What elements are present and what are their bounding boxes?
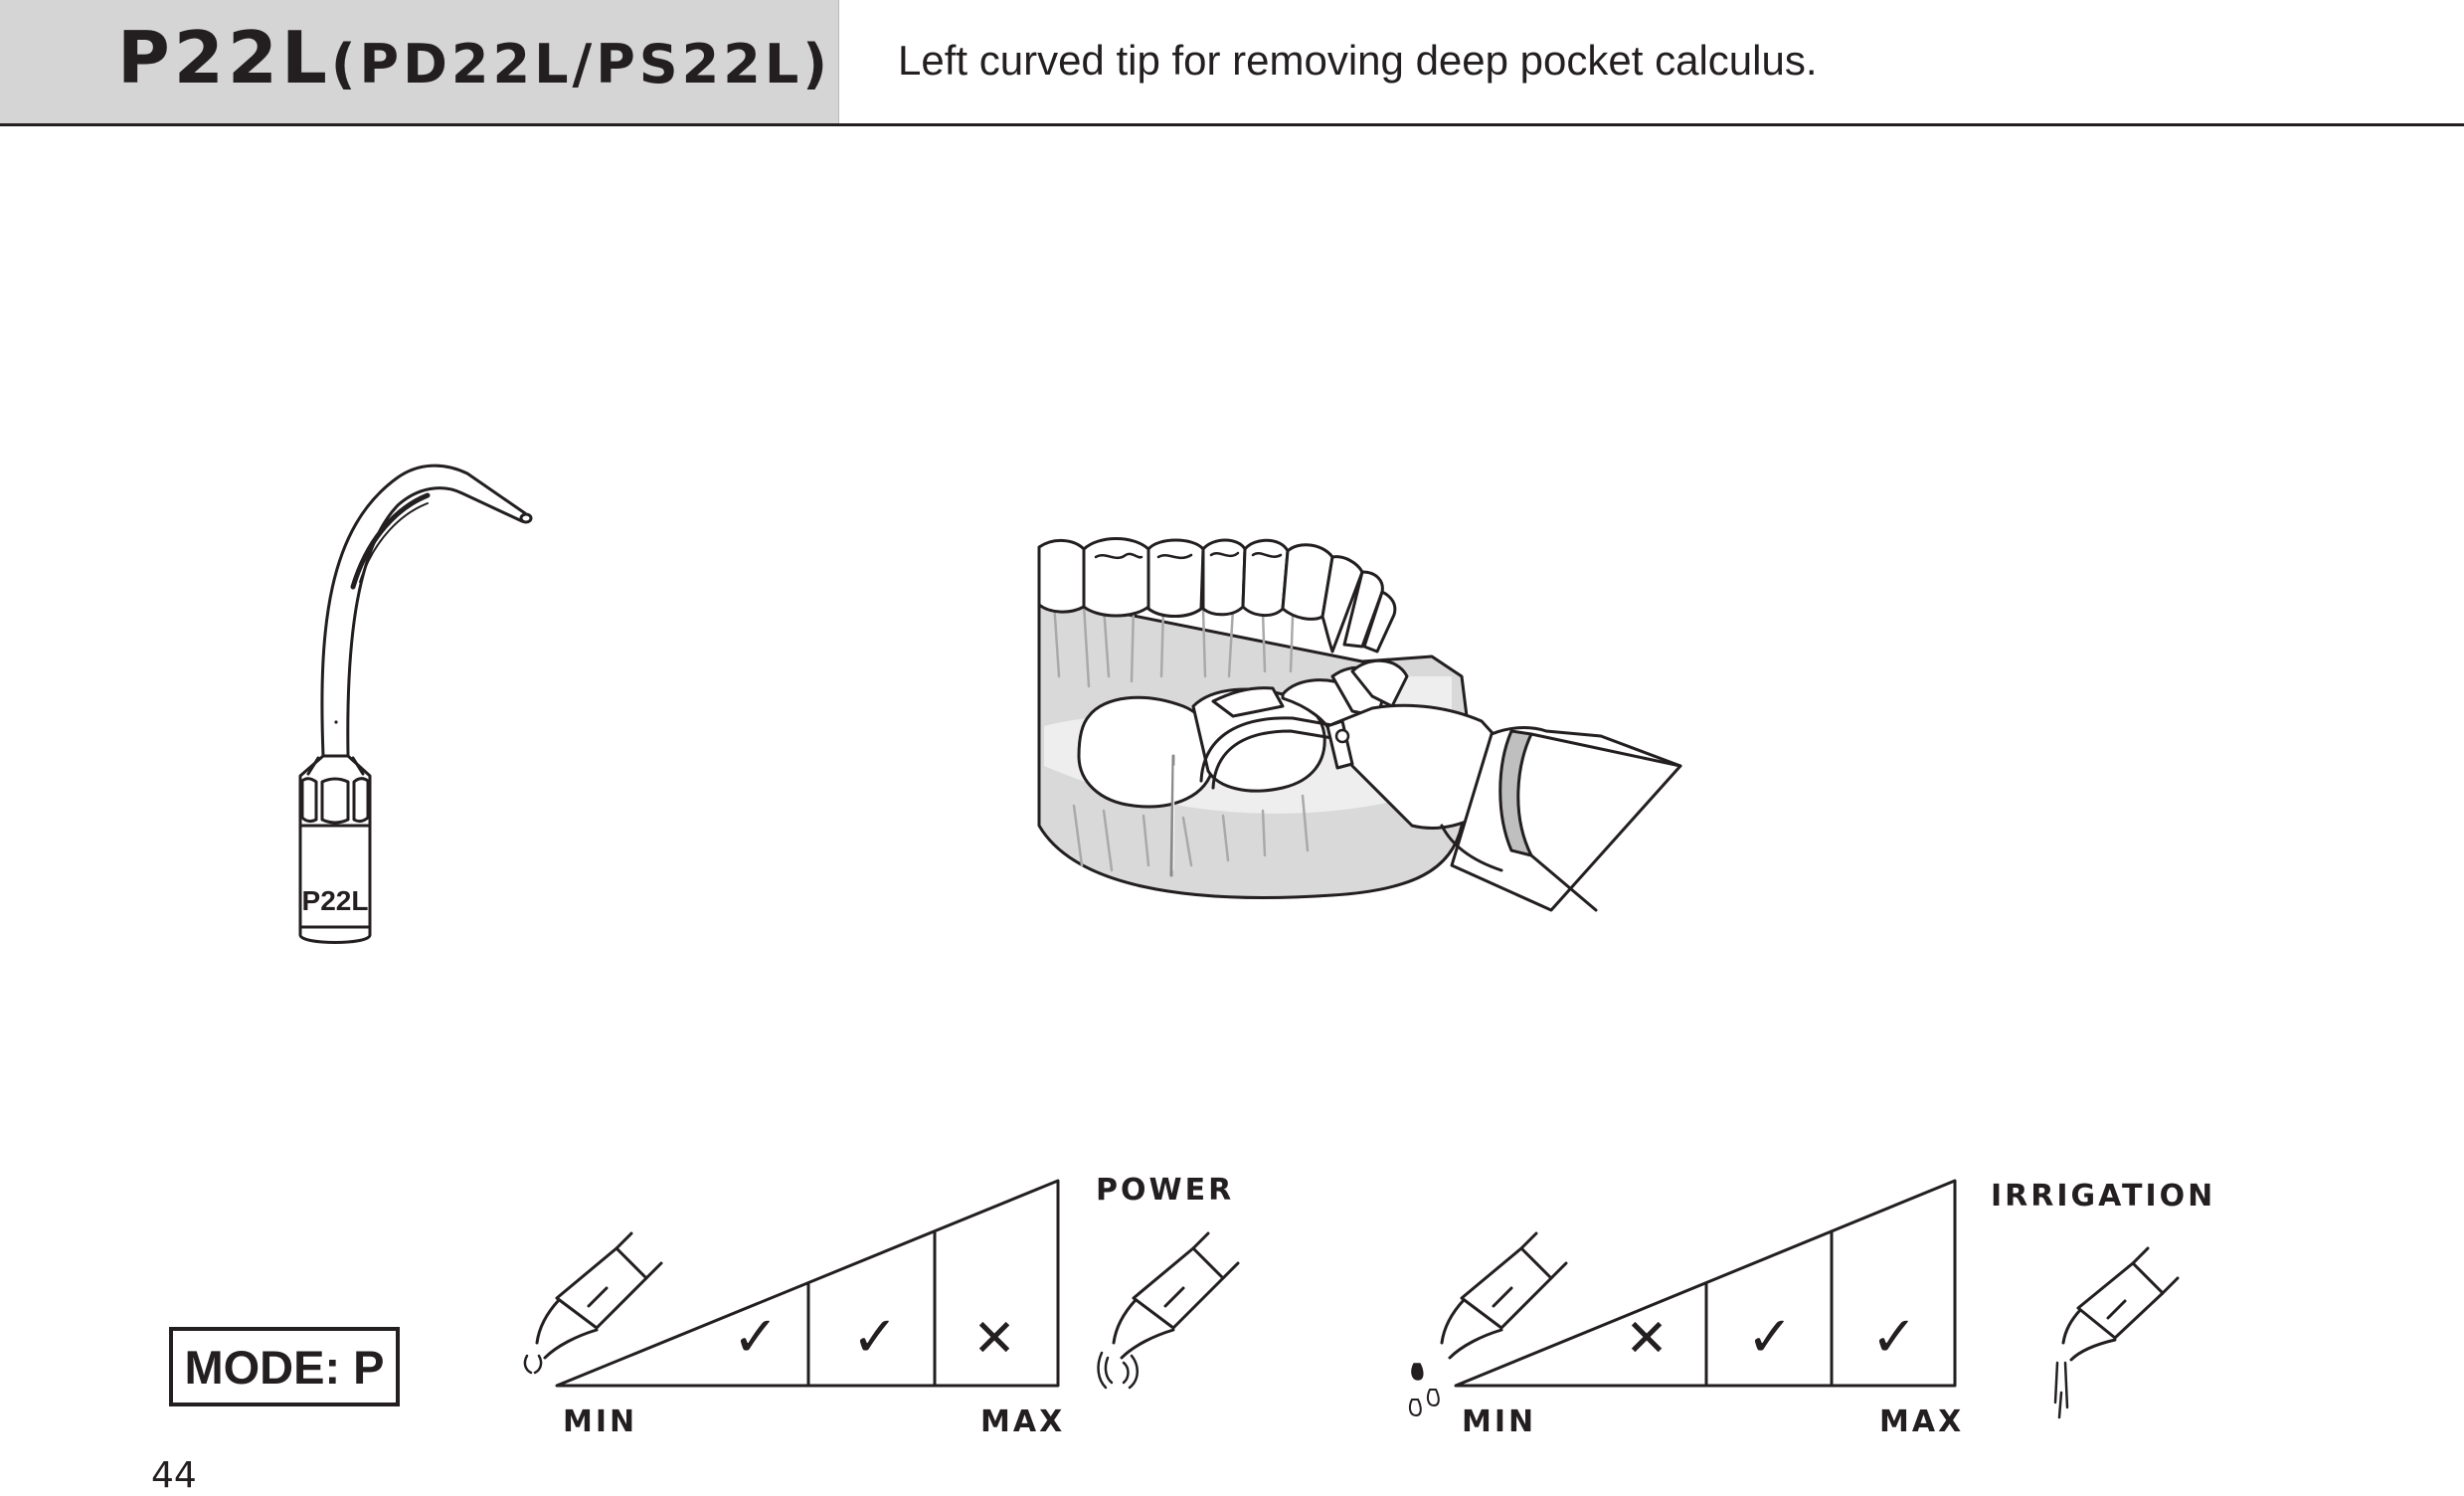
irrigation-max-label: MAX [1879, 1404, 1965, 1439]
max-irrigation-handpiece-icon [2053, 1246, 2180, 1419]
model-name: P22L [117, 16, 331, 99]
tip-engraving: P22L [302, 885, 369, 916]
irrigation-mark-3: ✓ [1871, 1305, 1918, 1370]
header-divider [0, 123, 2464, 126]
irrigation-mark-1: ✕ [1625, 1309, 1669, 1369]
irrigation-mark-2: ✓ [1747, 1305, 1794, 1370]
irrigation-title: IRRIGATION [1991, 1179, 2216, 1214]
scaler-tip-illustration: P22L [298, 464, 533, 944]
power-min-label: MIN [563, 1404, 638, 1439]
irrigation-min-label: MIN [1462, 1404, 1537, 1439]
power-mark-2: ✓ [852, 1305, 899, 1370]
min-irrigation-handpiece-icon [1408, 1231, 1568, 1416]
max-power-handpiece-icon [1097, 1231, 1240, 1390]
title-box: P22L(PD22L/PS22L) [0, 0, 839, 123]
page-number: 44 [151, 1455, 197, 1496]
min-power-handpiece-icon [523, 1231, 663, 1375]
mode-label: MODE: P [169, 1327, 400, 1406]
power-max-label: MAX [980, 1404, 1066, 1439]
usage-illustration [1037, 537, 1682, 912]
page-title: P22L(PD22L/PS22L) [117, 22, 831, 94]
tip-description: Left curved tip for removing deep pocket… [898, 37, 1818, 84]
model-variants: (PD22L/PS22L) [330, 33, 831, 95]
power-mark-3: ✕ [972, 1309, 1016, 1369]
page-header: P22L(PD22L/PS22L) Left curved tip for re… [0, 0, 2464, 126]
power-scale: ✓ ✓ ✕ [523, 1179, 1240, 1390]
power-mark-1: ✓ [733, 1305, 780, 1370]
power-title: POWER [1096, 1173, 1235, 1208]
irrigation-scale: ✕ ✓ ✓ [1408, 1179, 2180, 1419]
